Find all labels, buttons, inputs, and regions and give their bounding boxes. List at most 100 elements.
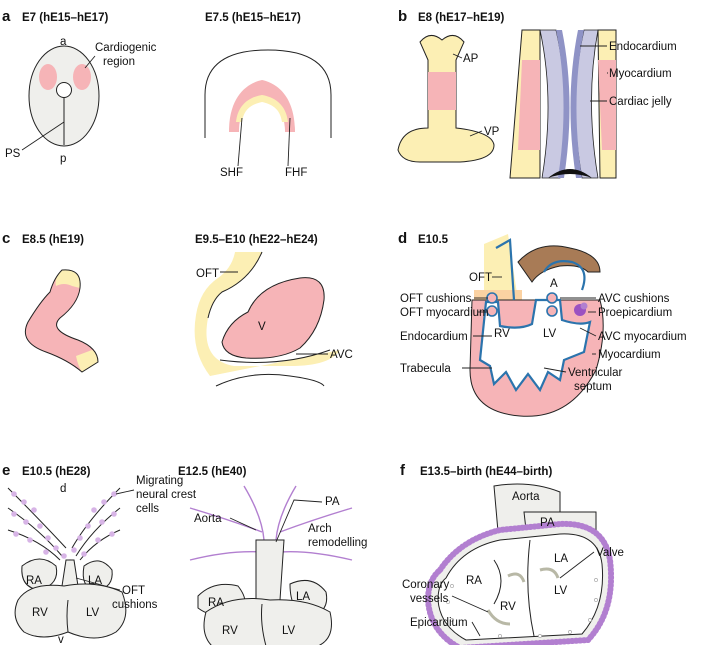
proepicardium-label: Proepicardium <box>598 307 672 319</box>
oft-cushion-upper <box>486 292 498 304</box>
aorta-label-e: Aorta <box>194 513 222 525</box>
looping-tube-arterial-pole <box>55 269 81 288</box>
avc-myocardium-leader <box>579 327 597 337</box>
oft-yellow <box>484 234 518 300</box>
arch-vessel-4 <box>279 507 353 533</box>
panel-b-stage: E8 (hE17–hE19) <box>418 12 504 24</box>
oft-e10-5 <box>61 559 79 587</box>
lv-label-e10-5: LV <box>86 607 100 619</box>
lv-label-d: LV <box>543 328 557 340</box>
arch-label-line1: Arch <box>308 523 332 535</box>
arch-label-line2: remodelling <box>308 537 367 549</box>
rv-label-d: RV <box>494 328 510 340</box>
oft-cushions-leader-e <box>75 577 121 591</box>
panel-f: f E13.5–birth (hE44–birth) Aorta PA RA L… <box>400 462 624 645</box>
interventricular-septum <box>527 539 535 637</box>
ventricles-e12-5 <box>203 598 332 645</box>
panel-letter-b: b <box>398 8 407 25</box>
ncc-leader <box>115 489 135 495</box>
section-base-cap <box>548 169 592 178</box>
oft-outline <box>207 251 263 319</box>
ra-label-f: RA <box>466 575 482 587</box>
coronary-vessel <box>486 609 511 626</box>
panel-b: b E8 (hE17–hE19) AP VP Endocardium Myoca… <box>397 8 677 179</box>
aorta-label-f: Aorta <box>512 491 540 503</box>
myocardium-label-d: Myocardium <box>598 349 661 361</box>
avc-cushions-label: AVC cushions <box>598 293 670 305</box>
panel-letter-f: f <box>400 462 406 479</box>
panel-a-stage-e7-5: E7.5 (hE15–hE17) <box>205 12 301 24</box>
avc-line <box>219 349 331 363</box>
valve-leader <box>559 551 595 579</box>
arch-vessel-2 <box>275 485 297 541</box>
ra-label-e12-5: RA <box>208 597 224 609</box>
rv-label-e12-5: RV <box>222 625 238 637</box>
myocardium-label: Myocardium <box>609 68 672 80</box>
v-label: V <box>258 321 266 333</box>
section-right-myocardium <box>598 60 616 150</box>
inflow-outline <box>215 373 325 387</box>
looped-heart-yellow <box>194 252 340 376</box>
fhf-leader <box>287 117 291 167</box>
rv-label-e10-5: RV <box>32 607 48 619</box>
ncc-label-line1: Migrating <box>136 475 183 487</box>
arch-vessel-6 <box>279 551 353 561</box>
coronary-label-line2: vessels <box>410 593 449 605</box>
la-label-e12-5: LA <box>296 591 310 603</box>
arch-vessel-1 <box>243 485 265 541</box>
cardiogenic-label-line1: Cardiogenic <box>95 42 157 54</box>
cardiogenic-region-right <box>73 64 91 90</box>
arch-left-1 <box>7 487 67 549</box>
ventricle <box>222 277 325 359</box>
oft-cushions-label: OFT cushions <box>400 293 472 305</box>
aorta-leader-e <box>229 517 257 531</box>
d-oft-label: OFT <box>469 272 492 284</box>
valve-leaflet-1 <box>507 572 526 583</box>
panel-letter-c: c <box>2 230 10 247</box>
lv-label-e12-5: LV <box>282 625 296 637</box>
oft-lumen-outline <box>495 238 516 301</box>
posterior-label: p <box>60 153 66 165</box>
ncc-label-line2: neural crest <box>136 489 197 501</box>
coronary-label-line1: Coronary <box>402 579 450 591</box>
septum-e12-5 <box>261 603 267 645</box>
la-label-f: LA <box>554 553 568 565</box>
pa-label-f: PA <box>540 517 555 529</box>
endocardium-label-d: Endocardium <box>400 331 468 343</box>
panel-c-stage-e9-5: E9.5–E10 (hE22–hE24) <box>195 234 318 246</box>
coronary-leader <box>451 595 489 613</box>
avc-myocardium-label: AVC myocardium <box>598 331 687 343</box>
avc-cushion-lower <box>546 305 558 317</box>
cardiogenic-label-line2: region <box>103 56 135 68</box>
arch-vessel-5 <box>189 551 263 561</box>
panel-d: d E10.5 OFT A OFT cushions OFT myocardiu… <box>398 230 687 417</box>
epicardium-label: Epicardium <box>410 617 468 629</box>
ra-label-e10-5: RA <box>26 575 42 587</box>
looping-tube <box>25 269 98 372</box>
panel-d-stage: E10.5 <box>418 234 449 246</box>
oft-cushions-label-line2: cushions <box>112 599 158 611</box>
trabecula-label: Trabecula <box>400 363 451 375</box>
epicardium-leader <box>471 621 481 637</box>
neural-crest-dots <box>11 491 117 565</box>
panel-c: c E8.5 (hE19) E9.5–E10 (hE22–hE24) OFT V… <box>2 230 353 387</box>
dorsal-label: d <box>60 483 66 495</box>
anterior-label: a <box>60 36 67 48</box>
lv-label-f: LV <box>554 585 568 597</box>
panel-letter-a: a <box>2 8 11 25</box>
looping-tube-outline <box>24 269 99 373</box>
atrial-lumen-outline <box>543 260 586 291</box>
embryo-outline-e7-5 <box>204 49 332 138</box>
septum-e10-5 <box>66 599 69 633</box>
ra-boundary <box>493 559 502 605</box>
avc-cushion-upper <box>546 292 558 304</box>
atrium-label: A <box>550 278 558 290</box>
ap-label: AP <box>463 53 479 65</box>
avc-label: AVC <box>330 349 353 361</box>
endocardium-outline <box>478 298 592 393</box>
heart-tube-myocardium <box>428 72 456 110</box>
rv-label-f: RV <box>500 601 516 613</box>
panel-letter-e: e <box>2 462 10 479</box>
ncc-label-line3: cells <box>136 503 159 515</box>
